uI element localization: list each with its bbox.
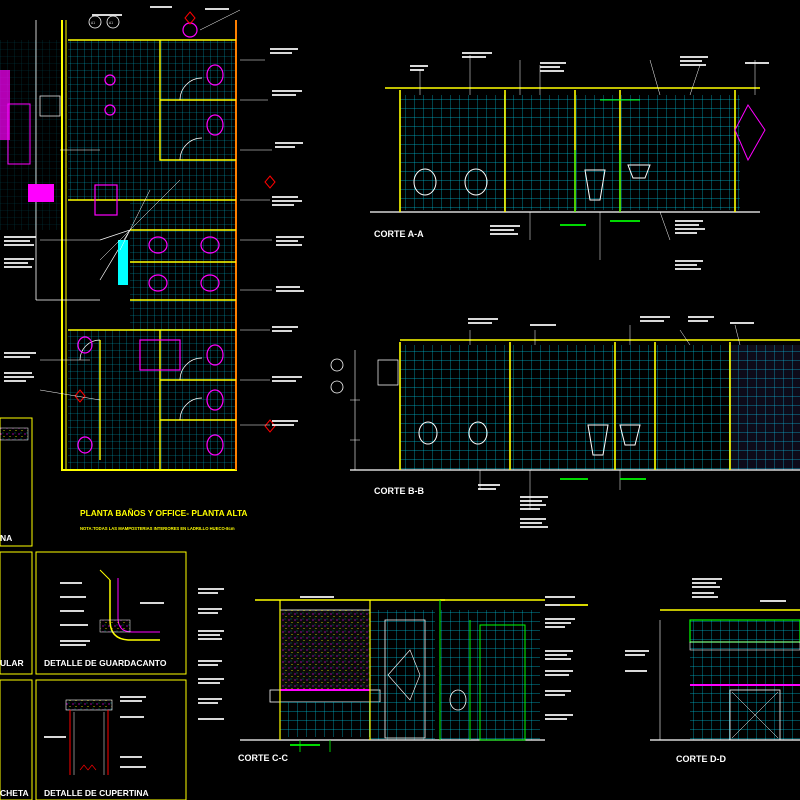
plan-kitchen-unit [0,70,10,140]
plan-floor-lower [68,330,236,470]
section-b-label: CORTE B-B [374,486,424,496]
section-a-a: CORTE A-A [370,52,769,270]
plan-annotation-blocks [4,6,304,426]
plan-kitchen-appliance [28,184,54,202]
plan-marker-a1-right: A1 [109,21,113,25]
section-c-door-frame [384,619,426,739]
section-d-annotations [625,578,786,672]
plan-floor-middle [130,200,236,330]
detail-panel-top-left [0,417,33,547]
section-c-walls [279,600,371,740]
section-a-fixtures [413,164,651,201]
section-d-cabinet-cross [731,691,779,739]
plan-door-swings [79,77,203,421]
section-d-label: CORTE D-D [676,754,726,764]
detail-partial-mid-label: ULAR [0,658,24,668]
section-d-d: CORTE D-D [625,578,800,764]
detail-panels: NA ULAR DETALLE DE GUARDACANTO CHETA [0,417,187,800]
detail-cupertina-drawing [44,696,146,775]
plan-mirror [118,240,128,285]
section-d-shelf [689,641,800,651]
detail-panel-bot-left [0,679,33,800]
detail-partial-bot-label: CHETA [0,788,29,798]
section-a-tile-wall [400,95,740,210]
detail-partial-top-label: NA [0,533,12,543]
detail-cupertina-label: DETALLE DE CUPERTINA [44,788,149,798]
detail-panel-guardacanto [35,551,187,675]
plan-leader-lines [39,9,272,426]
detail-guardacanto-label: DETALLE DE GUARDACANTO [44,658,167,668]
plan-note: NOTA:TODAS LAS MAMPOSTERIAS INTERIORES E… [80,526,235,531]
detail-panel-mid-left [0,551,33,675]
section-b-tile-accent [730,345,800,470]
plan-floor-upper [68,40,236,200]
section-b-b: CORTE B-B [330,316,800,528]
section-c-vanity [269,689,381,703]
section-c-mirror-texture [280,610,370,690]
floor-plan: A1 A1 PLANT [0,6,304,531]
section-a-label: CORTE A-A [374,229,424,239]
section-middle-toilet [449,689,467,711]
section-middle [439,596,588,741]
plan-marker-a1-left: A1 [91,21,95,25]
section-b-partitions [399,342,731,470]
section-c-c: CORTE C-C [198,588,445,763]
section-b-tile-wall [400,345,800,470]
section-middle-tile-wall [440,610,540,740]
section-d-tile-wall [690,620,800,740]
section-c-tile-lower [280,702,370,737]
section-b-dimensions [330,350,399,470]
detail-panel-cupertina [35,679,187,800]
section-c-annotations [198,588,334,746]
section-a-leaders [419,55,756,260]
section-c-door-diamond [387,649,421,701]
plan-title: PLANTA BAÑOS Y OFFICE- PLANTA ALTA [80,508,248,518]
plan-wall-left [35,20,100,301]
section-a-detail-lines [574,99,640,212]
section-b-annotations [468,316,754,528]
plan-sink-office [39,95,61,117]
plan-partitions [68,39,236,470]
section-middle-door [439,600,526,741]
detail-guardacanto-drawing [60,569,164,646]
section-middle-annotations [545,596,588,720]
section-c-label: CORTE C-C [238,753,288,763]
detail-panel-top-left-drawing [0,427,29,441]
section-b-fixtures [418,421,641,456]
section-c-tile-right [370,610,435,740]
plan-fixtures [77,22,224,456]
section-a-door [734,104,766,162]
section-a-annotations [410,52,769,270]
